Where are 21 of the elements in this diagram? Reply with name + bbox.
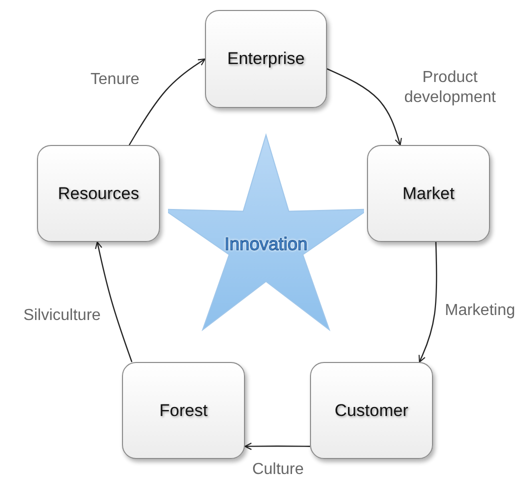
arrow: [95, 241, 132, 362]
edge-label: Culture: [252, 460, 304, 480]
rounded-box: [310, 362, 433, 459]
rounded-box: [37, 145, 160, 242]
rounded-box: [122, 362, 245, 459]
node-label: Enterprise: [227, 49, 305, 69]
node-label: Innovation: [224, 234, 308, 254]
rounded-box: [205, 10, 327, 108]
rounded-box: [367, 145, 490, 242]
node-label: Market: [402, 184, 454, 204]
edge-label: Marketing: [444, 301, 516, 321]
arrow: [326, 68, 402, 146]
arrow: [418, 242, 438, 363]
edge-label: Product development: [403, 68, 497, 108]
arrow: [128, 58, 206, 146]
node-label: Customer: [334, 400, 408, 420]
edge-label: Tenure: [90, 70, 140, 90]
node-label: Resources: [58, 184, 140, 204]
arrow: [244, 442, 310, 450]
node-label: Forest: [159, 400, 208, 420]
edge-label: Silviculture: [23, 306, 101, 326]
